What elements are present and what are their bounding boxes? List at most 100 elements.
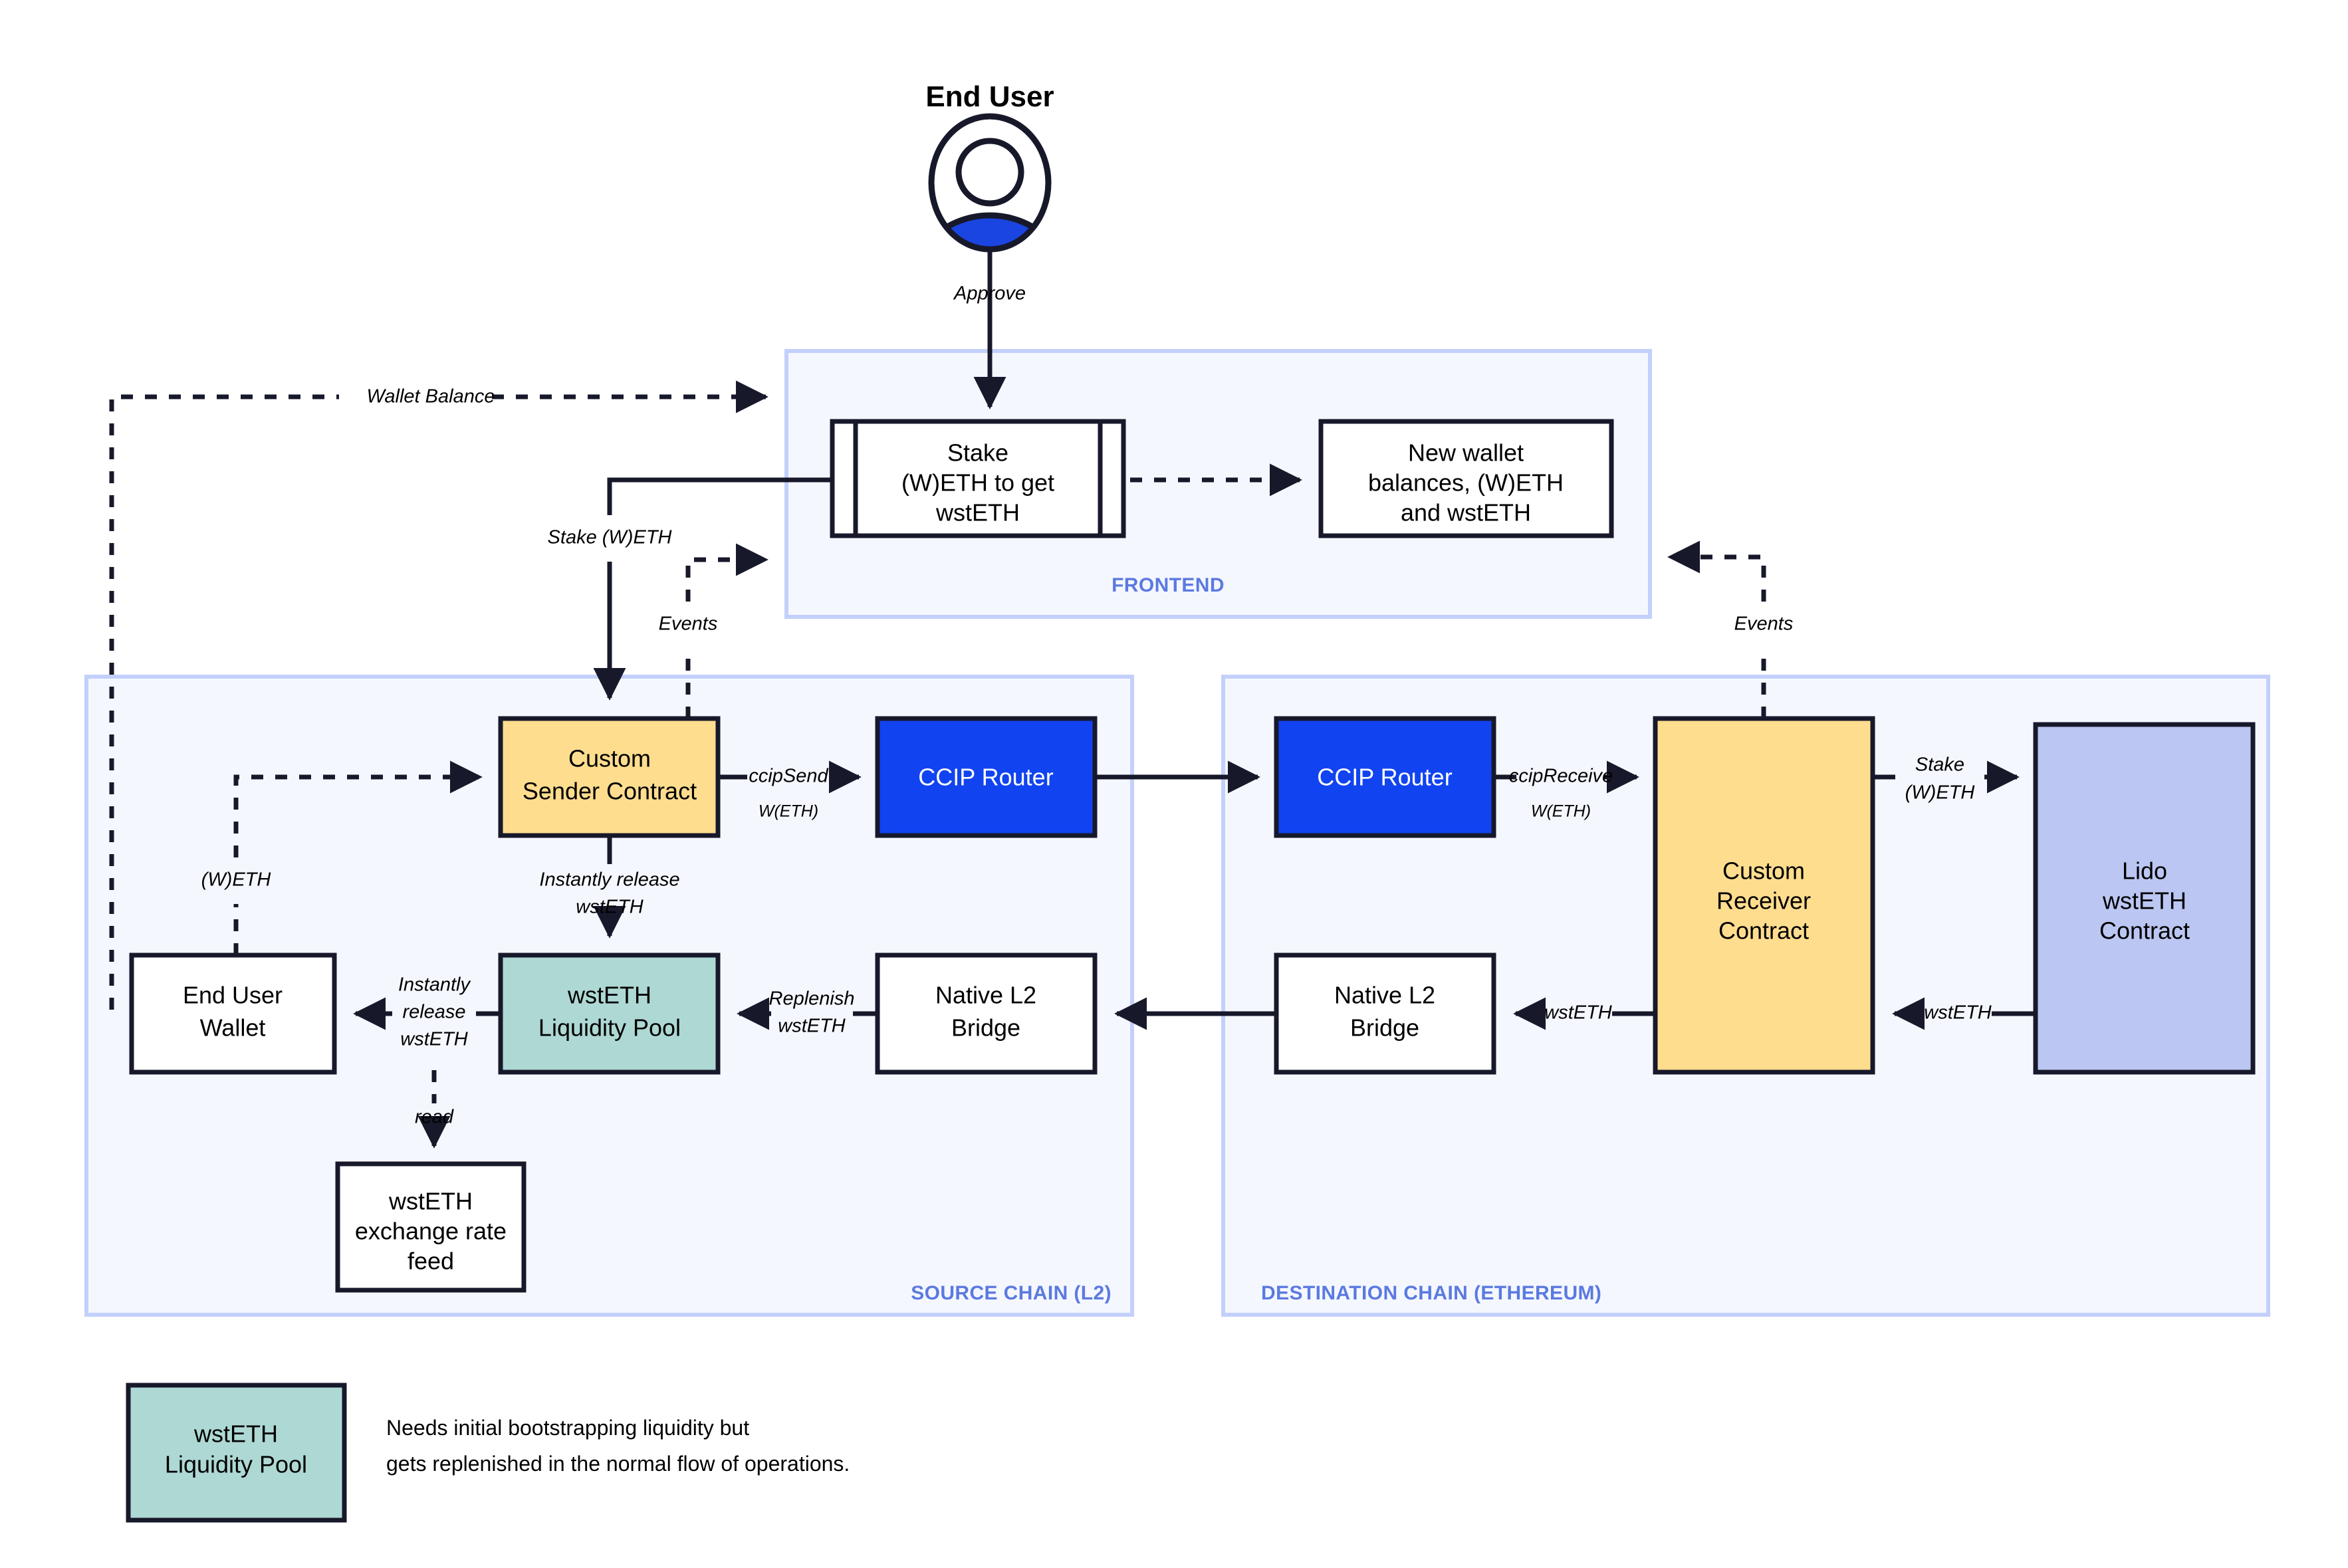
stake-form-line1: Stake (947, 439, 1008, 467)
liquidity-pool-line1: wstETH (567, 982, 651, 1009)
end-user-actor: End User Approve (925, 80, 1054, 409)
custom-sender-line1: Custom (568, 745, 651, 772)
ccip-router-destination-label: CCIP Router (1317, 764, 1452, 791)
legend-swatch-line1: wstETH (193, 1420, 278, 1448)
edge-instantly-release-wallet-line2: release (402, 1002, 465, 1023)
edge-weth-left-label: (W)ETH (201, 869, 271, 891)
native-bridge-source-line1: Native L2 (935, 982, 1036, 1009)
edge-ccip-send-label: ccipSend (749, 766, 828, 787)
legend-swatch-rect (126, 1383, 347, 1523)
legend-swatch-line2: Liquidity Pool (165, 1451, 307, 1478)
edge-replenish-line1: Replenish (769, 988, 855, 1010)
edge-read: read (415, 1070, 454, 1149)
custom-sender-contract-node[interactable]: Custom Sender Contract (498, 716, 721, 838)
end-user-wallet-line2: Wallet (200, 1014, 266, 1042)
edge-events-left-label: Events (659, 614, 718, 635)
ccip-router-source-node[interactable]: CCIP Router (875, 716, 1098, 838)
native-l2-bridge-source-node[interactable]: Native L2 Bridge (875, 952, 1098, 1075)
edge-instantly-release-wallet-line3: wstETH (400, 1029, 468, 1050)
edge-weth-left: (W)ETH (201, 760, 483, 955)
new-balances-line2: balances, (W)ETH (1368, 469, 1564, 497)
edge-ccip-receive: ccipReceive W(ETH) (1494, 760, 1639, 821)
legend-note-line1: Needs initial bootstrapping liquidity bu… (386, 1416, 749, 1440)
rate-feed-line3: feed (408, 1248, 454, 1275)
edge-ccip-send: ccipSend W(ETH) (718, 760, 862, 821)
edge-stake-weth: Stake (W)ETH (548, 477, 832, 701)
edge-stake-weth-path-top (607, 477, 832, 515)
lido-contract-line2: wstETH (2102, 887, 2186, 915)
custom-sender-line2: Sender Contract (523, 778, 697, 805)
new-balances-rect (1318, 419, 1614, 538)
edge-replenish-line2: wstETH (778, 1016, 846, 1037)
edge-instantly-release-pool: Instantly release wstETH (539, 836, 680, 939)
edge-wsteth-lido-to-receiver: wstETH (1892, 997, 2036, 1030)
edge-wallet-balance: Wallet Balance (109, 380, 768, 1010)
edge-wsteth-mid-label: wstETH (1544, 1002, 1612, 1024)
edge-ccip-receive-sublabel: W(ETH) (1531, 802, 1591, 821)
native-bridge-destination-rect (1274, 952, 1496, 1075)
custom-receiver-rect (1653, 716, 1875, 1075)
stake-form-outer-rect (830, 419, 1126, 538)
edge-wsteth-receiver-to-bridge: wstETH (1513, 997, 1655, 1030)
edge-approve-label: Approve (953, 283, 1026, 304)
rate-feed-line1: wstETH (388, 1188, 473, 1215)
rate-feed-rect (335, 1161, 527, 1293)
lido-wsteth-contract-node[interactable]: Lido wstETH Contract (2033, 722, 2256, 1075)
ccip-router-source-label: CCIP Router (918, 764, 1053, 791)
rate-feed-line2: exchange rate (355, 1218, 507, 1245)
custom-receiver-line3: Contract (1718, 917, 1809, 945)
edge-wallet-balance-label: Wallet Balance (367, 386, 495, 407)
edge-weth-left-path-to-sender (233, 760, 483, 857)
stake-form-node[interactable]: Stake (W)ETH to get wstETH (830, 419, 1126, 538)
edge-stake-weth-destination: Stake (W)ETH (1873, 754, 2020, 804)
source-chain-zone-label: SOURCE CHAIN (L2) (911, 1282, 1112, 1304)
frontend-zone-label: FRONTEND (1112, 574, 1225, 596)
end-user-wallet-rect (129, 952, 337, 1075)
stake-form-line3: wstETH (935, 499, 1020, 526)
edge-events-right-path-top (1667, 540, 1766, 602)
end-user-wallet-node[interactable]: End User Wallet (129, 952, 337, 1075)
edge-events-left-path-top (685, 543, 768, 602)
edge-ccip-send-sublabel: W(ETH) (759, 802, 818, 821)
custom-receiver-line2: Receiver (1716, 887, 1811, 915)
edge-replenish: Replenish wstETH (737, 988, 878, 1037)
stake-form-line2: (W)ETH to get (901, 469, 1054, 497)
legend: wstETH Liquidity Pool Needs initial boot… (126, 1383, 850, 1523)
lido-contract-line3: Contract (2099, 917, 2190, 945)
lido-contract-line1: Lido (2122, 857, 2167, 885)
liquidity-pool-rect (498, 952, 721, 1075)
edge-instantly-release-wallet-line1: Instantly (398, 974, 471, 996)
ccip-router-destination-node[interactable]: CCIP Router (1274, 716, 1496, 838)
new-balances-line3: and wstETH (1401, 499, 1531, 526)
edge-ccip-receive-label: ccipReceive (1509, 766, 1613, 787)
edge-events-right-label: Events (1734, 614, 1794, 635)
liquidity-pool-line2: Liquidity Pool (538, 1014, 681, 1042)
wsteth-liquidity-pool-node[interactable]: wstETH Liquidity Pool (498, 952, 721, 1075)
edge-stake-weth-label: Stake (W)ETH (548, 527, 672, 548)
edge-stake-weth-dst-line2: (W)ETH (1905, 782, 1975, 804)
custom-receiver-line1: Custom (1722, 857, 1805, 885)
edge-wsteth-right-label: wstETH (1924, 1002, 1992, 1024)
end-user-title: End User (925, 80, 1054, 113)
user-avatar-icon (928, 113, 1052, 253)
native-bridge-destination-line1: Native L2 (1334, 982, 1435, 1009)
edge-events-right: Events (1667, 540, 1794, 719)
end-user-wallet-line1: End User (183, 982, 283, 1009)
wsteth-exchange-rate-feed-node[interactable]: wstETH exchange rate feed (335, 1161, 527, 1293)
edge-read-label: read (415, 1107, 454, 1128)
ccip-router-source-rect (875, 716, 1098, 838)
native-bridge-destination-line2: Bridge (1350, 1014, 1419, 1042)
native-l2-bridge-destination-node[interactable]: Native L2 Bridge (1274, 952, 1496, 1075)
custom-receiver-contract-node[interactable]: Custom Receiver Contract (1653, 716, 1875, 1075)
new-balances-line1: New wallet (1408, 439, 1524, 467)
new-balances-node[interactable]: New wallet balances, (W)ETH and wstETH (1318, 419, 1614, 538)
edge-events-left: Events (659, 543, 768, 719)
edge-stake-weth-dst-line1: Stake (1915, 754, 1964, 776)
native-bridge-source-rect (875, 952, 1098, 1075)
native-bridge-source-line2: Bridge (951, 1014, 1020, 1042)
lido-contract-rect (2033, 722, 2256, 1075)
destination-chain-zone-label: DESTINATION CHAIN (ETHEREUM) (1261, 1282, 1601, 1304)
edge-instantly-release-pool-line1: Instantly release (539, 869, 679, 891)
